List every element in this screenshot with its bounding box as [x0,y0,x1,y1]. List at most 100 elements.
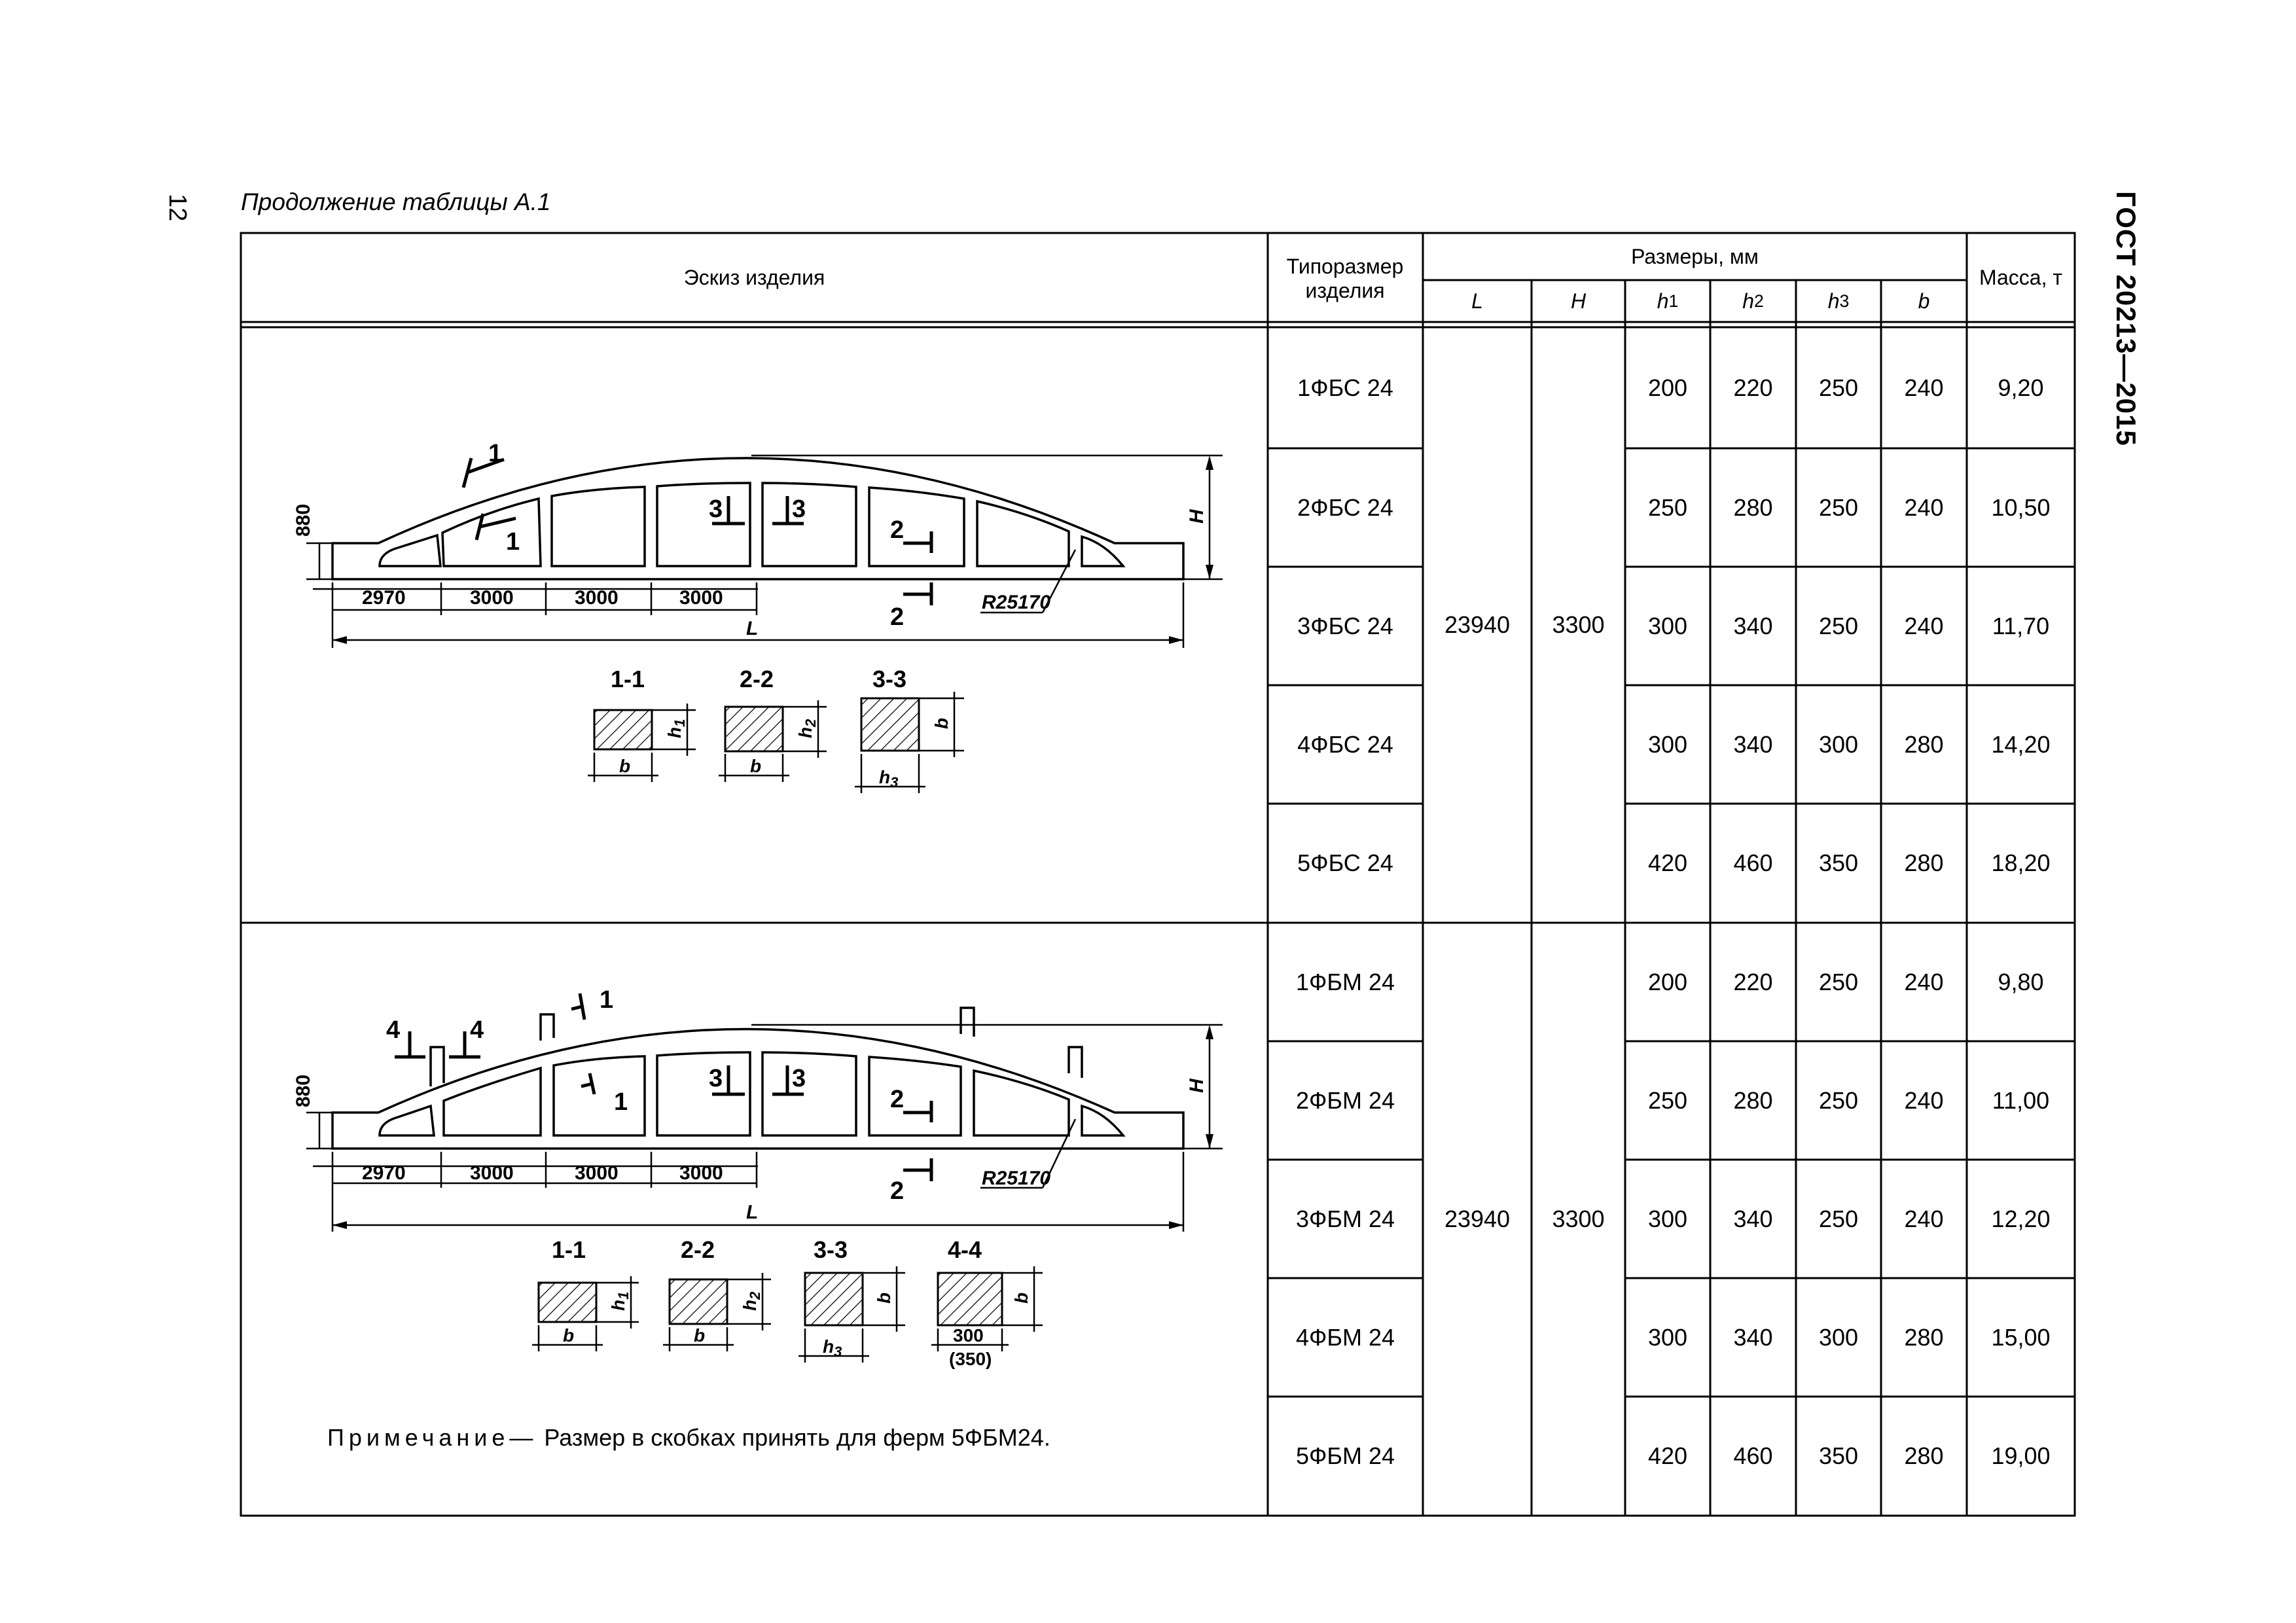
section-mark-1-top: 1 [600,986,613,1014]
dim-text-2970: 2970 [362,587,406,609]
header-col-b: b [1918,289,1930,313]
radius-label: R25170 [982,592,1050,613]
section-title-2-2: 2-2 [681,1236,715,1263]
cell-b: 240 [1904,1086,1944,1114]
cell-h3: 350 [1818,1442,1859,1470]
label-b: b [931,718,952,729]
cross-sections-fbm [532,1266,1043,1363]
truss-outline-fbm [331,1007,1185,1150]
cell-h2: 460 [1733,1442,1773,1470]
label-h1: h1 [608,1292,632,1311]
section-mark-1-top: 1 [488,440,502,467]
label-b: b [1011,1293,1031,1304]
cell-b: 240 [1904,374,1944,401]
note-label: Примечание— [327,1424,538,1451]
dim-text-3000c: 3000 [679,1162,723,1184]
cell-h2: 340 [1733,1323,1773,1351]
cell-mass: 11,00 [1992,1086,2050,1114]
cell-h1: 250 [1647,1086,1688,1114]
group2-H: 3300 [1552,1205,1605,1233]
cell-mass: 19,00 [1991,1442,2051,1470]
header-typesize: Типоразмер изделия [1286,255,1404,302]
cell-h2: 340 [1733,612,1773,639]
cell-h3: 250 [1818,374,1859,401]
section-mark-2-bottom: 2 [890,603,904,631]
dim-text-3000c: 3000 [679,587,723,609]
dimension-arrows-fbs [332,455,1213,644]
cell-typesize: 3ФБМ 24 [1295,1205,1395,1232]
cell-h3: 300 [1818,730,1859,758]
section-mark-1-bottom: 1 [506,528,520,556]
cell-typesize: 2ФБС 24 [1297,493,1393,521]
cell-h3: 250 [1818,493,1859,521]
section-mark-2-top: 2 [890,1086,904,1113]
label-b: b [694,1325,705,1346]
header-col-H: H [1570,289,1587,313]
cell-h2: 460 [1733,849,1773,877]
cell-h3: 250 [1818,612,1859,639]
cell-h1: 420 [1647,849,1688,877]
group2-L: 23940 [1444,1205,1511,1233]
note-text: Размер в скобках принять для ферм 5ФБМ24… [544,1424,1050,1451]
section-mark-2-bottom: 2 [890,1177,904,1205]
truss-drawing-fbs: 2970 3000 3000 3000 880 R25170 L H 1 1 3… [293,440,1223,793]
section-title-4-4: 4-4 [948,1236,982,1263]
cell-typesize: 4ФБС 24 [1297,730,1393,758]
note: Примечание— Размер в скобках принять для… [327,1424,1050,1452]
cell-mass: 15,00 [1991,1323,2051,1351]
cell-b: 280 [1904,849,1944,877]
cell-typesize: 3ФБС 24 [1297,612,1393,639]
cell-h3: 250 [1818,1205,1859,1232]
cell-mass: 14,20 [1991,730,2051,758]
radius-label: R25170 [982,1168,1050,1189]
cell-h1: 420 [1647,1442,1688,1470]
label-h2: h2 [795,719,819,738]
section-mark-3-right: 3 [792,495,806,523]
height-label: H [1186,508,1208,524]
cell-typesize: 1ФБС 24 [1297,374,1393,401]
section-title-1-1: 1-1 [611,666,645,692]
cell-mass: 9,80 [1998,968,2044,995]
dim-text-3000a: 3000 [470,1162,514,1184]
table-caption: Продолжение таблицы А.1 [241,188,551,215]
truss-drawing-fbm: 2970 3000 3000 3000 880 R25170 L H 4 4 1… [293,986,1223,1369]
label-b: b [619,756,630,776]
section-title-2-2: 2-2 [740,666,774,692]
label-h3: h3 [823,1336,842,1360]
height-label: H [1186,1078,1208,1093]
label-h2: h2 [740,1291,763,1311]
cell-h3: 250 [1818,968,1859,995]
cell-h3: 350 [1818,849,1859,877]
cell-h1: 250 [1647,493,1688,521]
cell-h3: 250 [1818,1086,1859,1114]
dimension-lines-fbs [306,454,1223,648]
dimension-arrows-fbm [332,1025,1213,1229]
cell-h2: 340 [1733,730,1773,758]
cell-h1: 300 [1647,1205,1688,1232]
truss-outline-fbs [331,457,1185,580]
cell-h2: 280 [1733,493,1773,521]
cell-h2: 220 [1733,968,1773,995]
dim-text-3000a: 3000 [470,587,514,609]
header-col-L: L [1471,289,1483,313]
cell-mass: 10,50 [1991,493,2051,521]
cell-h2: 220 [1733,374,1773,401]
label-b: b [750,756,761,776]
label-b: b [874,1293,894,1304]
label-300: 300 [953,1325,984,1346]
label-350: (350) [949,1349,992,1369]
header-sketch: Эскиз изделия [683,265,825,289]
dim-text-2970: 2970 [362,1162,406,1184]
cell-typesize: 5ФБС 24 [1297,849,1393,877]
section-mark-1-bottom: 1 [614,1088,628,1116]
cell-h2: 340 [1733,1205,1773,1232]
dim-text-880: 880 [293,1075,314,1107]
cell-b: 280 [1904,730,1944,758]
length-label: L [746,1202,758,1223]
section-marks-fbm [395,993,933,1181]
dim-text-3000b: 3000 [575,587,619,609]
section-title-3-3: 3-3 [872,666,906,692]
dimension-lines-fbm [306,1024,1223,1232]
